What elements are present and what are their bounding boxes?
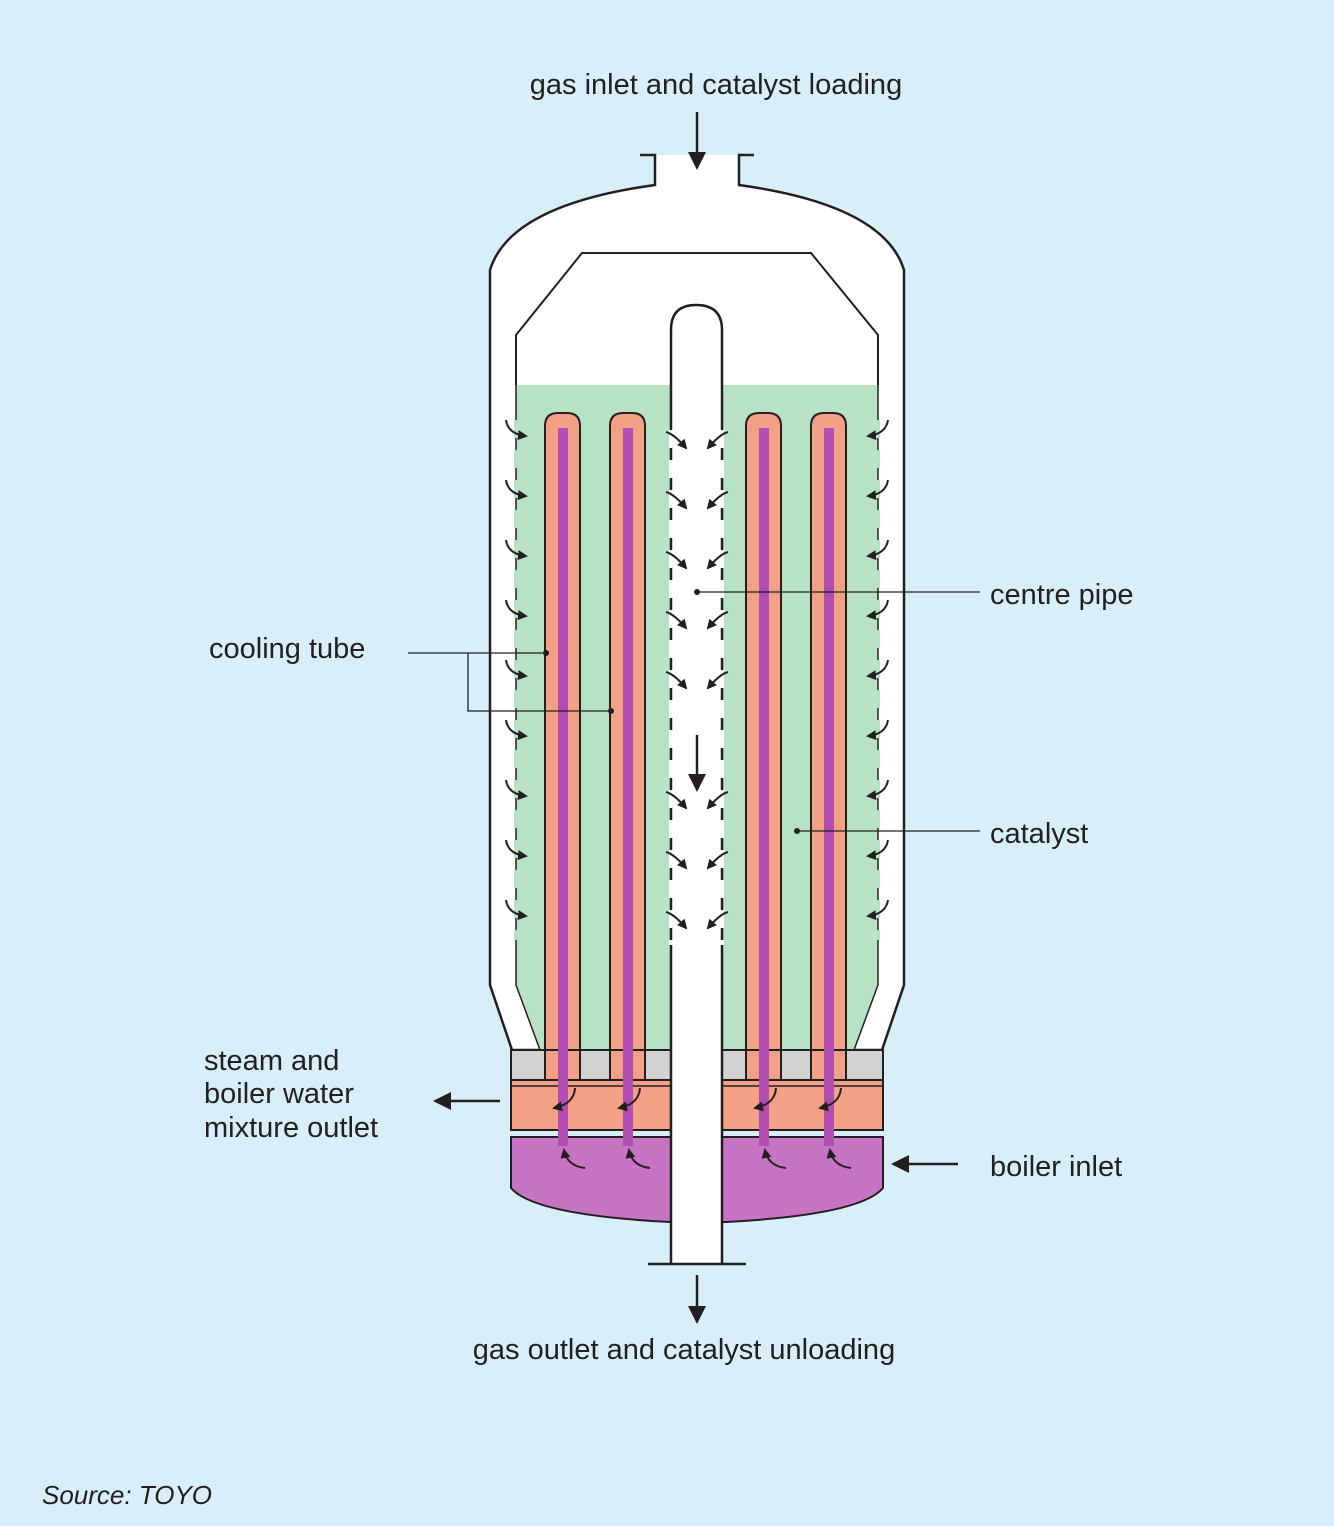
curved-arrow-icon [706,491,729,510]
curved-arrow-icon [866,719,889,741]
curved-arrow-icon [505,419,528,441]
curved-arrow-icon [505,659,528,681]
catalyst-label: catalyst [990,818,1088,850]
steam-outlet-label: boiler water [204,1078,354,1110]
curved-arrow-icon [866,479,889,501]
curved-arrow-icon [866,899,889,921]
inner-tube [623,428,633,1146]
steam-outlet-label: steam and [204,1045,339,1077]
curved-arrow-icon [818,1087,842,1112]
curved-arrow-icon [505,779,528,801]
leader-dot [608,708,614,714]
curved-arrow-icon [665,671,688,690]
gas-inlet-label: gas inlet and catalyst loading [530,69,902,101]
inner-tube [759,428,769,1146]
curved-arrow-icon [665,491,688,510]
leader-dot [543,650,549,656]
curved-arrow-icon [706,911,729,930]
curved-arrow-icon [505,479,528,501]
inner-tube [824,428,834,1146]
cooling-tube-leader [467,653,611,712]
curved-arrow-icon [706,791,729,810]
steam-outlet-label: mixture outlet [204,1112,378,1144]
curved-arrow-icon [706,431,729,450]
inner-tube [558,428,568,1146]
curved-arrow-icon [826,1148,852,1169]
curved-arrow-icon [706,851,729,870]
centre-pipe-wall [669,303,724,1264]
curved-arrow-icon [866,539,889,561]
curved-arrow-icon [625,1148,651,1169]
curved-arrow-icon [505,899,528,921]
curved-arrow-icon [706,551,729,570]
cooling-tube-label: cooling tube [209,633,365,665]
curved-arrow-icon [560,1148,586,1169]
curved-arrow-icon [665,911,688,930]
leader-lines [408,589,980,834]
centre-pipe-label: centre pipe [990,579,1134,611]
curved-arrow-icon [505,599,528,621]
curved-arrow-icon [866,779,889,801]
source-label: Source: TOYO [42,1480,212,1510]
curved-arrow-icon [665,431,688,450]
curved-arrow-icon [505,839,528,861]
curved-arrow-icon [665,551,688,570]
curved-arrow-icon [706,611,729,630]
curved-arrow-icon [617,1087,641,1112]
flow-arrows [505,419,889,1169]
curved-arrow-icon [665,791,688,810]
boiler-inlet-label: boiler inlet [990,1151,1122,1183]
leader-dot [794,828,800,834]
curved-arrow-icon [665,851,688,870]
curved-arrow-icon [505,719,528,741]
curved-arrow-icon [753,1087,777,1112]
curved-arrow-icon [706,671,729,690]
curved-arrow-icon [761,1148,787,1169]
curved-arrow-icon [552,1087,576,1112]
curved-arrow-icon [665,611,688,630]
gas-outlet-label: gas outlet and catalyst unloading [473,1334,895,1366]
curved-arrow-icon [866,599,889,621]
curved-arrow-icon [505,539,528,561]
leader-dot [694,589,700,595]
curved-arrow-icon [866,659,889,681]
curved-arrow-icon [866,419,889,441]
inner-tubes [558,428,834,1146]
curved-arrow-icon [866,839,889,861]
